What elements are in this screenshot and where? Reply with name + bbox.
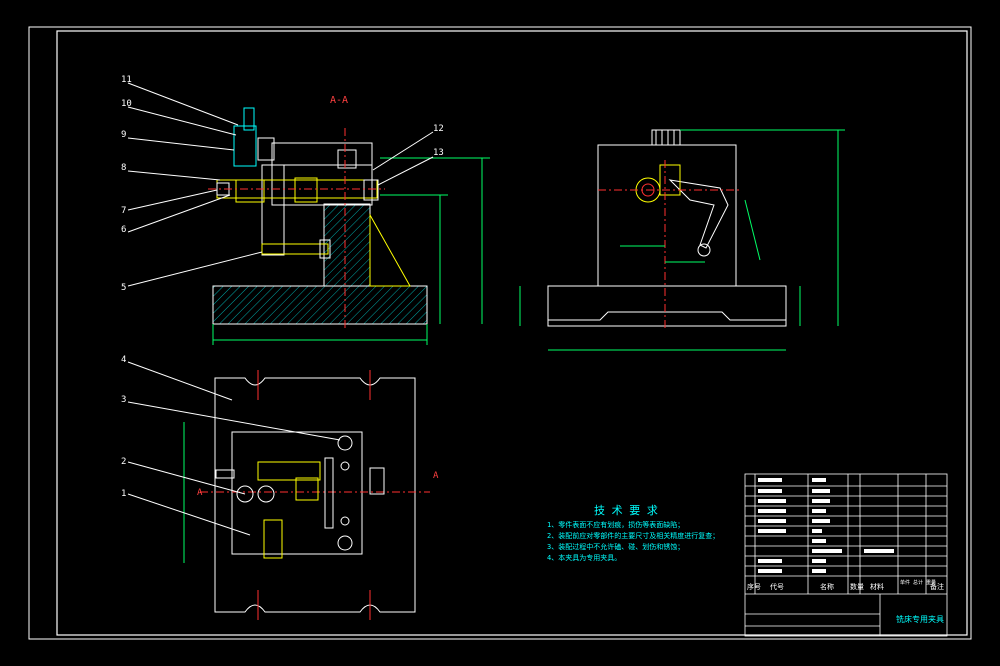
bom-filler-text [758, 478, 894, 573]
bom-header-qty: 数量 [850, 582, 864, 591]
callout-11: 11 [121, 75, 132, 85]
bom-header-weight: 单件 总计 重量 [900, 579, 936, 586]
callout-9: 9 [121, 130, 126, 140]
callout-labels-top: 4 3 2 1 [121, 355, 126, 499]
callout-3: 3 [121, 395, 126, 405]
callout-5: 5 [121, 283, 126, 293]
section-mark-right: A [433, 471, 439, 481]
bom-header-material: 材料 [870, 582, 884, 591]
bom-header: 序号 代号 名称 数量 材料 单件 总计 重量 备注 [747, 579, 944, 591]
callout-10: 10 [121, 99, 132, 109]
bom-header-remark: 备注 [930, 582, 944, 591]
outer-sheet-border [28, 26, 972, 640]
callout-8: 8 [121, 163, 126, 173]
callout-7: 7 [121, 206, 126, 216]
callout-1: 1 [121, 489, 126, 499]
top-view: A A [183, 370, 439, 620]
tech-req-item-1: 1、零件表面不应有划痕，损伤等表面缺陷； [547, 520, 684, 529]
callout-leaders-front [127, 82, 434, 287]
section-mark-left: A [197, 488, 203, 498]
drawing-title: 铣床专用夹具 [896, 614, 944, 624]
technical-requirements: 技 术 要 求 1、零件表面不应有划痕，损伤等表面缺陷； 2、装配前应对零部件的… [547, 504, 719, 562]
bill-of-materials [744, 473, 948, 637]
callout-13: 13 [433, 148, 444, 158]
bom-header-name: 名称 [820, 582, 834, 591]
inner-drawing-border [56, 30, 968, 636]
callout-6: 6 [121, 225, 126, 235]
bom-header-code: 代号 [770, 582, 784, 591]
callout-leaders-top [127, 361, 341, 536]
tech-req-item-4: 4、本夹具为专用夹具。 [547, 553, 621, 562]
section-label-a-a: A-A [330, 95, 348, 106]
bom-header-index: 序号 [747, 582, 761, 591]
callout-2: 2 [121, 457, 126, 467]
tech-req-title: 技 术 要 求 [594, 504, 658, 517]
callout-12: 12 [433, 124, 444, 134]
callout-4: 4 [121, 355, 126, 365]
tech-req-item-3: 3、装配过程中不允许磕、碰、划伤和锈蚀； [547, 542, 684, 551]
callout-labels-front: 11 10 9 8 7 6 5 12 13 [121, 75, 444, 293]
tech-req-item-2: 2、装配前应对零部件的主要尺寸及相关精度进行复查； [547, 531, 719, 540]
front-section-view: A-A [208, 95, 490, 345]
side-view [519, 129, 845, 351]
